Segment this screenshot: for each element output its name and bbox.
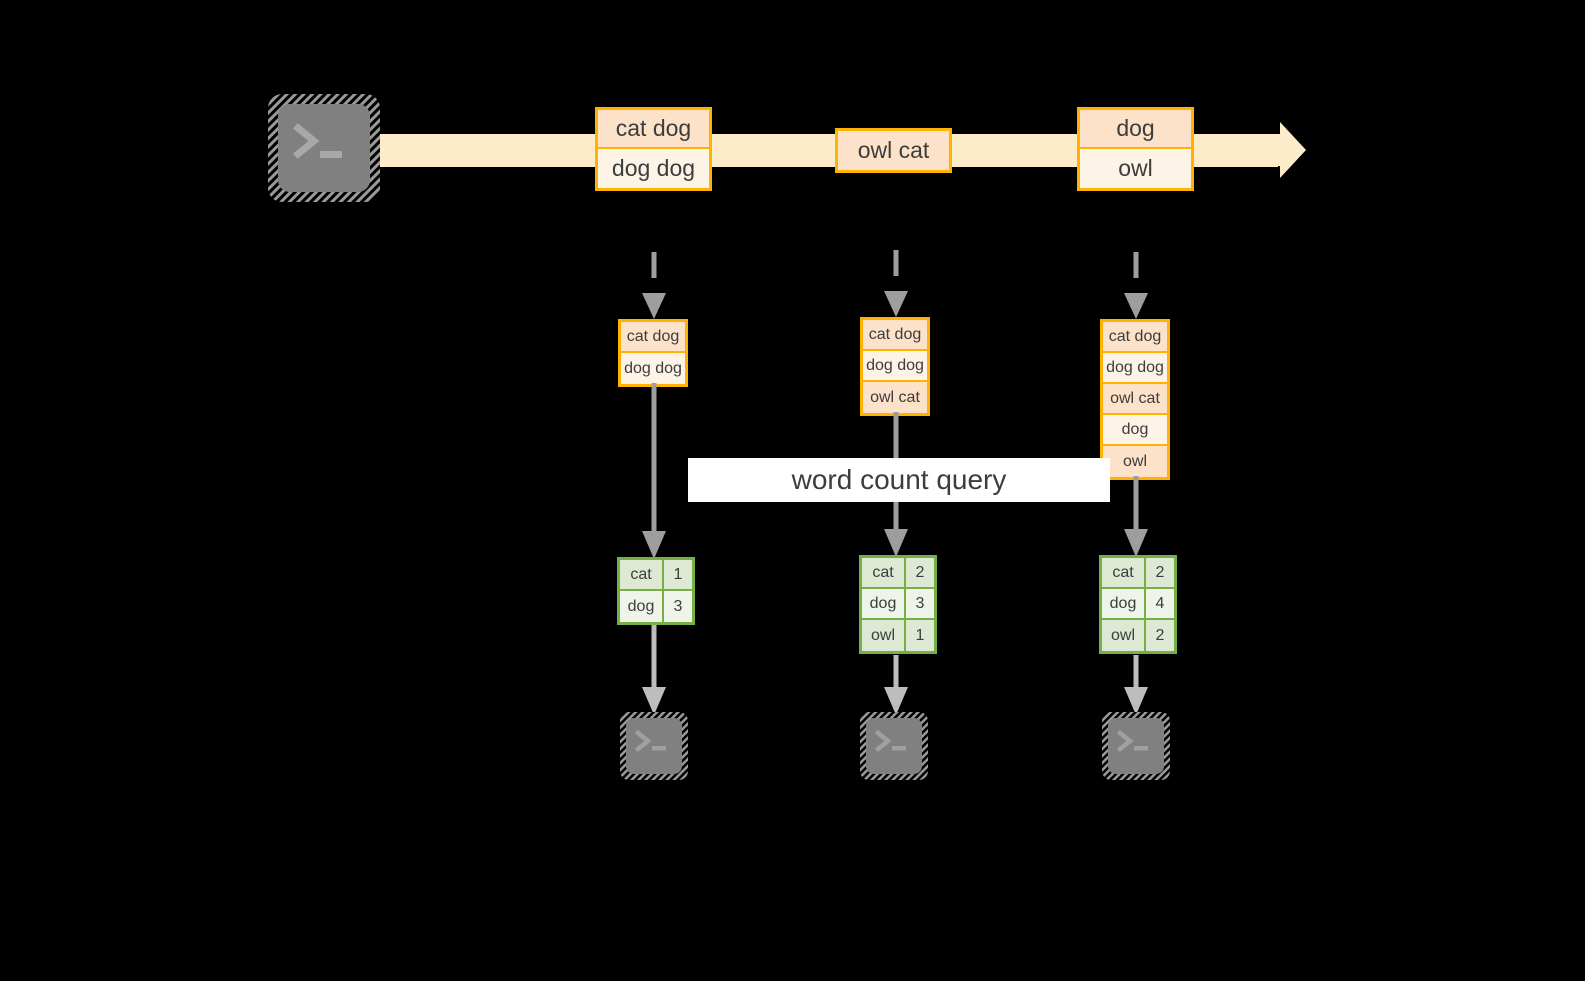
- terminal-icon-sink-2: [860, 712, 928, 780]
- result-value: 2: [906, 558, 934, 589]
- table-row: owl 2: [1102, 620, 1174, 651]
- result-value: 1: [664, 560, 692, 591]
- state-line: owl cat: [863, 382, 927, 413]
- state-line: dog dog: [1103, 353, 1167, 384]
- result-value: 4: [1146, 589, 1174, 620]
- stream-message-3[interactable]: dog owl: [1077, 107, 1194, 191]
- connector-result-to-sink-2: [880, 655, 912, 715]
- table-row: dog 3: [862, 589, 934, 620]
- result-value: 1: [906, 620, 934, 651]
- table-row: owl 1: [862, 620, 934, 651]
- result-key: dog: [1102, 589, 1146, 620]
- stream-message-line: owl cat: [838, 131, 949, 170]
- result-value: 2: [1146, 620, 1174, 651]
- result-table-2[interactable]: cat 2 dog 3 owl 1: [859, 555, 937, 654]
- terminal-icon-sink-3: [1102, 712, 1170, 780]
- state-stack-2[interactable]: cat dog dog dog owl cat: [860, 317, 930, 416]
- result-key: owl: [1102, 620, 1146, 651]
- state-line: cat dog: [863, 320, 927, 351]
- result-key: cat: [1102, 558, 1146, 589]
- terminal-icon-source: [268, 94, 380, 202]
- terminal-icon-sink-1: [620, 712, 688, 780]
- query-label: word count query: [688, 458, 1110, 502]
- connector-stream-to-state-1: [638, 252, 670, 320]
- result-table-1[interactable]: cat 1 dog 3: [617, 557, 695, 625]
- state-line: cat dog: [1103, 322, 1167, 353]
- table-row: cat 2: [1102, 558, 1174, 589]
- table-row: dog 4: [1102, 589, 1174, 620]
- state-stack-1[interactable]: cat dog dog dog: [618, 319, 688, 387]
- result-value: 3: [906, 589, 934, 620]
- stream-message-line: cat dog: [598, 110, 709, 149]
- table-row: dog 3: [620, 591, 692, 622]
- state-line: owl: [1103, 446, 1167, 477]
- table-row: cat 2: [862, 558, 934, 589]
- state-line: cat dog: [621, 322, 685, 353]
- state-stack-3[interactable]: cat dog dog dog owl cat dog owl: [1100, 319, 1170, 480]
- result-value: 3: [664, 591, 692, 622]
- connector-state-to-result-3: [1120, 476, 1152, 557]
- result-key: cat: [862, 558, 906, 589]
- result-key: owl: [862, 620, 906, 651]
- result-key: cat: [620, 560, 664, 591]
- result-key: dog: [862, 589, 906, 620]
- stream-message-1[interactable]: cat dog dog dog: [595, 107, 712, 191]
- state-line: dog dog: [621, 353, 685, 384]
- state-line: dog dog: [863, 351, 927, 382]
- result-key: dog: [620, 591, 664, 622]
- result-value: 2: [1146, 558, 1174, 589]
- stream-arrow-head: [1258, 122, 1306, 178]
- table-row: cat 1: [620, 560, 692, 591]
- state-line: owl cat: [1103, 384, 1167, 415]
- state-line: dog: [1103, 415, 1167, 446]
- connector-stream-to-state-3: [1120, 252, 1152, 320]
- result-table-3[interactable]: cat 2 dog 4 owl 2: [1099, 555, 1177, 654]
- connector-result-to-sink-3: [1120, 655, 1152, 715]
- stream-message-line: owl: [1080, 149, 1191, 188]
- query-label-text: word count query: [791, 464, 1007, 495]
- connector-state-to-result-1: [638, 383, 670, 559]
- stream-message-line: dog dog: [598, 149, 709, 188]
- stream-message-2[interactable]: owl cat: [835, 128, 952, 173]
- stream-message-line: dog: [1080, 110, 1191, 149]
- connector-result-to-sink-1: [638, 625, 670, 715]
- connector-stream-to-state-2: [880, 250, 912, 318]
